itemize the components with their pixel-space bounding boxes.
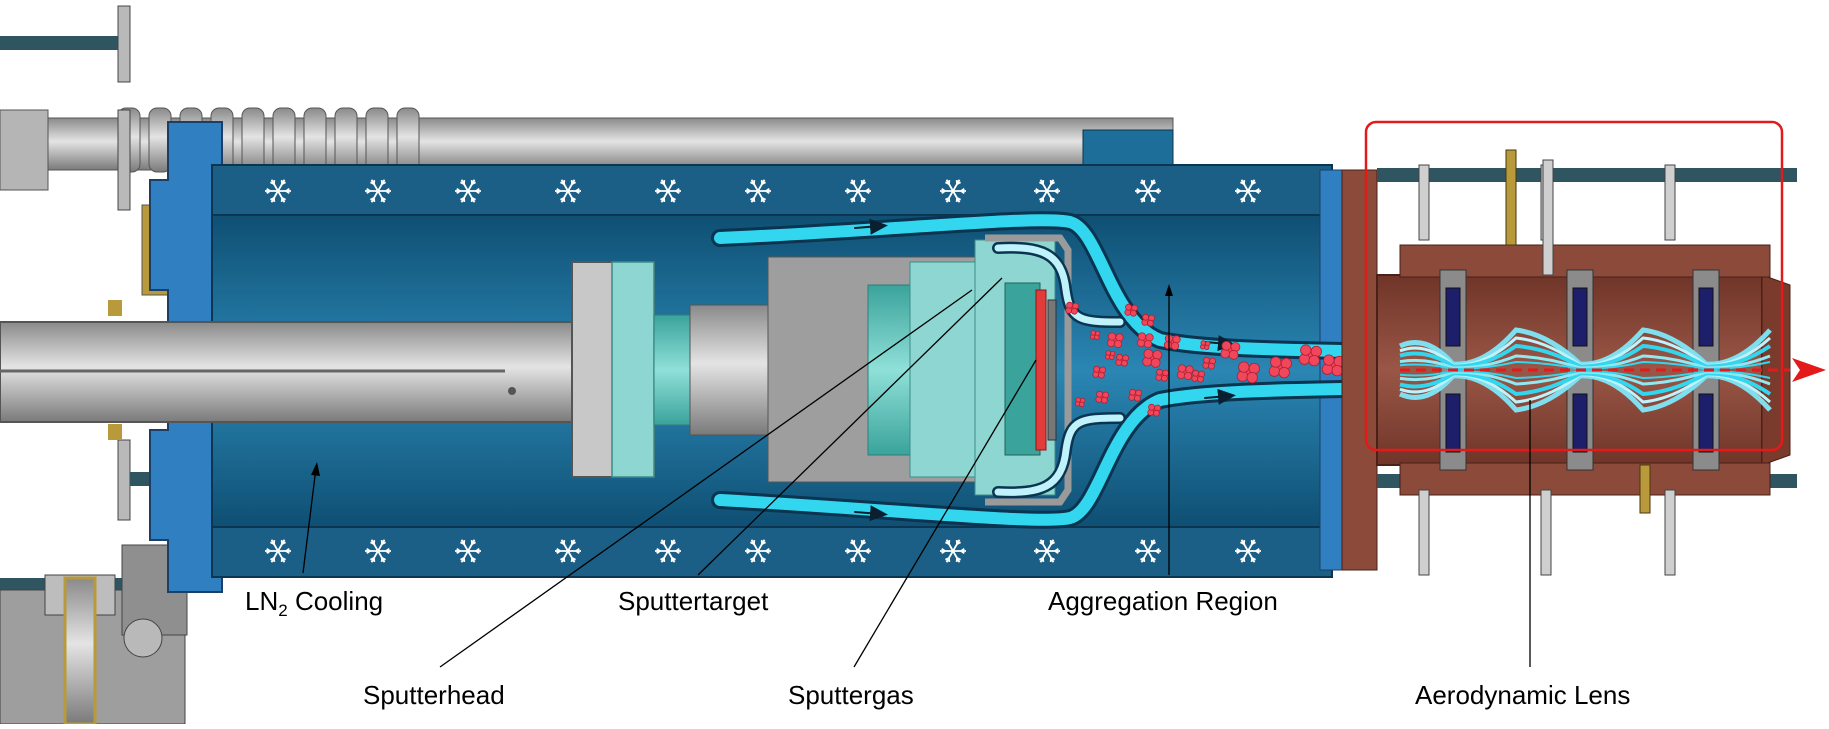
valve-knob bbox=[124, 619, 162, 657]
upper-wheel bbox=[118, 110, 130, 210]
lens-post bbox=[1665, 165, 1675, 240]
cluster-particle bbox=[1237, 362, 1259, 383]
cluster-particle bbox=[1203, 357, 1216, 369]
anode-grid bbox=[1048, 300, 1056, 440]
feedthrough-pipe bbox=[65, 578, 95, 724]
label-ln2-cooling: LN2 Cooling bbox=[245, 586, 383, 620]
aerodynamic-lens-assembly bbox=[1342, 122, 1826, 575]
bellows-housing bbox=[0, 110, 48, 190]
labels: LN2 Cooling Sputtertarget Aggregation Re… bbox=[245, 586, 1630, 710]
cluster-particle bbox=[1116, 354, 1129, 366]
label-sputterhead: Sputterhead bbox=[363, 680, 505, 710]
lens-rod-top bbox=[1377, 168, 1797, 182]
bellows-fold bbox=[335, 108, 357, 172]
cluster-particle bbox=[1192, 370, 1205, 382]
lens-flange-top bbox=[1342, 170, 1377, 570]
label-ln2-main: LN bbox=[245, 586, 278, 616]
brass-ring-bottom bbox=[108, 424, 122, 440]
lens-post bbox=[1419, 490, 1429, 575]
beam-direction-arrow-icon bbox=[1792, 358, 1826, 382]
sputtertarget-plate bbox=[1036, 290, 1046, 450]
cluster-particle bbox=[1105, 351, 1115, 360]
lens-brass-top bbox=[1506, 150, 1516, 245]
cluster-particle bbox=[1148, 404, 1161, 416]
cluster-particle bbox=[1090, 331, 1100, 340]
cluster-particle bbox=[1322, 355, 1344, 376]
lens-brass-bottom bbox=[1640, 465, 1650, 513]
bellows-fold bbox=[366, 108, 388, 172]
lower-wheel bbox=[118, 440, 130, 520]
cluster-particle bbox=[1137, 333, 1153, 348]
top-rod-wheel bbox=[118, 6, 130, 82]
cluster-particle bbox=[1143, 349, 1162, 367]
target-clamp bbox=[1005, 283, 1040, 455]
top-rod bbox=[0, 36, 125, 50]
cluster-particle bbox=[1177, 365, 1193, 380]
cluster-particle bbox=[1129, 389, 1142, 401]
bellows-fold bbox=[304, 108, 326, 172]
cluster-particle bbox=[1164, 335, 1180, 350]
lens-post bbox=[1541, 490, 1551, 575]
label-aggregation-region: Aggregation Region bbox=[1048, 586, 1278, 616]
cluster-particle bbox=[1066, 302, 1079, 314]
bellows-fold bbox=[242, 108, 264, 172]
shaft-screw bbox=[508, 387, 516, 395]
label-sputtergas: Sputtergas bbox=[788, 680, 914, 710]
label-aerodynamic-lens: Aerodynamic Lens bbox=[1415, 680, 1630, 710]
cooling-jacket-bottom bbox=[212, 527, 1332, 577]
bellows-fold bbox=[397, 108, 419, 172]
cluster-particle bbox=[1269, 357, 1291, 378]
brass-ring-top bbox=[108, 300, 122, 316]
lens-post bbox=[1419, 165, 1429, 240]
lens-post bbox=[1543, 160, 1553, 275]
cooling-jacket-top bbox=[212, 165, 1332, 215]
cluster-particle bbox=[1107, 333, 1123, 348]
cluster-particle bbox=[1221, 341, 1240, 359]
cluster-particle bbox=[1096, 391, 1109, 403]
cluster-particle bbox=[1125, 304, 1138, 316]
bellows-fold bbox=[273, 108, 295, 172]
label-sputtertarget: Sputtertarget bbox=[618, 586, 769, 616]
mount-ring bbox=[612, 262, 654, 477]
cluster-particle bbox=[1093, 366, 1106, 378]
cluster-particle bbox=[1299, 345, 1321, 366]
cluster-particle bbox=[1075, 398, 1085, 407]
label-ln2-rest: Cooling bbox=[288, 586, 383, 616]
label-ln2-subscript: 2 bbox=[278, 601, 287, 620]
cluster-particle bbox=[1200, 341, 1210, 350]
cluster-particle bbox=[1156, 369, 1169, 381]
cluster-particle bbox=[1142, 314, 1155, 326]
lens-post bbox=[1665, 490, 1675, 575]
